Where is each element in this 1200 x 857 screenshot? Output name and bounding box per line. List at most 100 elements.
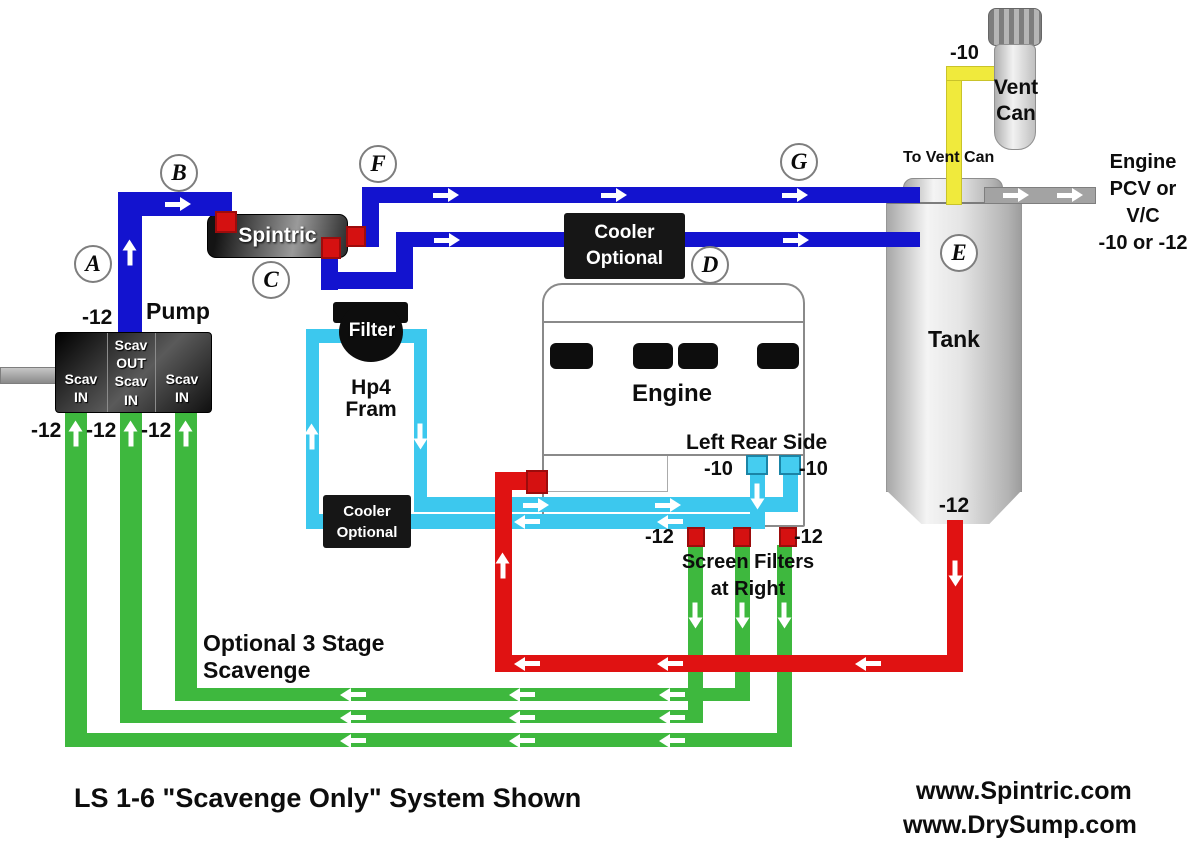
scavenge-pump — [55, 332, 212, 413]
cooler-label-line2: Optional — [585, 248, 664, 269]
rear-port-size-label: -10 — [799, 458, 828, 480]
cyan-pipe-upper-run — [414, 497, 798, 512]
green-pipe-engine-v3 — [777, 545, 792, 747]
cooler-optional-lower: Cooler Optional — [323, 495, 411, 548]
vent-can-cap — [988, 8, 1042, 46]
tank-label: Tank — [928, 326, 980, 352]
spintric-inlet-fitting — [215, 211, 237, 233]
pump-shaft — [0, 367, 57, 384]
point-badge-g: G — [780, 143, 818, 181]
pcv-note-line1: Engine — [1109, 151, 1177, 173]
engine-feed-fitting — [526, 470, 548, 494]
caption: LS 1-6 "Scavenge Only" System Shown — [74, 783, 582, 813]
website-drysump: www.DrySump.com — [903, 811, 1137, 839]
engine-panel-line — [542, 491, 668, 492]
to-vent-can-label: To Vent Can — [903, 149, 995, 166]
pump-port-left-line1: Scav — [64, 371, 98, 387]
pump-in-size-label: -12 — [141, 419, 172, 442]
green-pipe-h2 — [120, 710, 703, 723]
point-badge-a: A — [74, 245, 112, 283]
engine-drain-fitting — [779, 527, 797, 547]
cyan-pipe-engine-left-drop — [750, 462, 765, 529]
pump-port-right: Scav IN — [155, 370, 209, 406]
cyan-pipe-loop-left — [306, 329, 319, 528]
engine-drain-fitting — [687, 527, 705, 547]
pump-port-middle-line3: Scav — [114, 373, 148, 390]
pump-port-middle: Scav OUT Scav IN — [107, 336, 155, 409]
spintric-label: Spintric — [238, 224, 317, 247]
point-badge-b: B — [160, 154, 198, 192]
rear-port-fitting-right — [779, 455, 801, 475]
green-pipe-engine-v1 — [688, 545, 703, 723]
point-badge-d: D — [691, 246, 729, 284]
green-pipe-h3 — [65, 733, 792, 747]
filter-brand-line1: Hp4 — [351, 376, 391, 399]
pump-port-middle-line4: IN — [124, 391, 138, 408]
screen-filters-note-line1: Screen Filters — [681, 551, 815, 573]
engine-drain-fitting — [733, 527, 751, 547]
pump-out-size-label: -12 — [82, 306, 113, 329]
filter-brand-line2: Fram — [345, 398, 397, 421]
cooler-label-line1: Cooler — [343, 502, 391, 520]
drain-size-label: -12 — [645, 526, 674, 548]
red-pipe-top-elbow — [495, 472, 535, 490]
drain-size-label: -12 — [794, 526, 823, 548]
cooler-optional-upper: Cooler Optional — [564, 213, 685, 279]
pump-in-size-label: -12 — [31, 419, 62, 442]
green-pipe-pump-v3 — [175, 413, 197, 701]
engine-port — [757, 343, 799, 369]
point-badge-c: C — [252, 261, 290, 299]
green-pipe-pump-v2 — [120, 413, 142, 723]
spintric-outlet-fitting — [346, 226, 366, 247]
green-pipe-pump-v1 — [65, 413, 87, 747]
vent-can-label-line1: Vent — [993, 76, 1039, 99]
rear-port-size-label: -10 — [704, 458, 733, 480]
oil-filter-dome — [339, 302, 403, 362]
vent-hose-size-label: -10 — [950, 42, 979, 64]
pcv-note: Engine PCV or V/C -10 or -12 — [1085, 149, 1200, 257]
pump-port-left: Scav IN — [55, 370, 107, 406]
point-badge-e: E — [940, 234, 978, 272]
blue-pipe-lower-jog — [321, 272, 413, 289]
engine-port — [633, 343, 673, 369]
pump-port-right-line1: Scav — [165, 371, 199, 387]
pcv-note-line2: PCV or — [1109, 178, 1177, 200]
cooler-label-line2: Optional — [336, 523, 398, 541]
cyan-pipe-loop-right — [414, 329, 427, 512]
vent-can-label-line2: Can — [996, 102, 1036, 125]
red-pipe-tank-drop — [947, 520, 963, 672]
point-badge-f: F — [359, 145, 397, 183]
pump-port-middle-line1: Scav — [114, 337, 148, 353]
pump-port-middle-line2: OUT — [116, 355, 146, 372]
pump-port-left-line2: IN — [74, 389, 88, 406]
vent-can-body — [994, 44, 1036, 150]
cyan-pipe-lower-run — [306, 514, 765, 529]
engine-panel-line — [542, 454, 805, 456]
left-rear-side-label: Left Rear Side — [686, 431, 828, 454]
blue-pipe-main-to-tank — [362, 187, 920, 203]
website-spintric: www.Spintric.com — [916, 777, 1132, 805]
pump-label: Pump — [146, 298, 210, 324]
pump-port-right-line2: IN — [175, 389, 189, 406]
pump-in-size-label: -12 — [86, 419, 117, 442]
pcv-note-line4: -10 or -12 — [1098, 232, 1188, 254]
scavenge-note-line1: Optional 3 Stage — [203, 630, 385, 656]
engine-port — [550, 343, 593, 369]
scavenge-note-line2: Scavenge — [203, 657, 311, 683]
red-pipe-riser — [495, 478, 512, 672]
rear-port-fitting-left — [746, 455, 768, 475]
green-pipe-h1 — [175, 688, 750, 701]
tank-out-size-label: -12 — [938, 494, 970, 517]
red-pipe-bottom-run — [495, 655, 963, 672]
engine-label: Engine — [631, 380, 712, 407]
filter-label: Filter — [348, 320, 396, 341]
engine-port — [678, 343, 718, 369]
cooler-label-line1: Cooler — [594, 222, 655, 244]
yellow-pipe-vent-riser — [946, 70, 962, 205]
engine-panel-line — [542, 321, 805, 323]
screen-filters-note-line2: at Right — [710, 578, 786, 600]
pump-section-line — [155, 333, 156, 412]
pcv-note-line3: V/C — [1126, 205, 1160, 227]
gray-pipe-pcv — [984, 187, 1096, 204]
